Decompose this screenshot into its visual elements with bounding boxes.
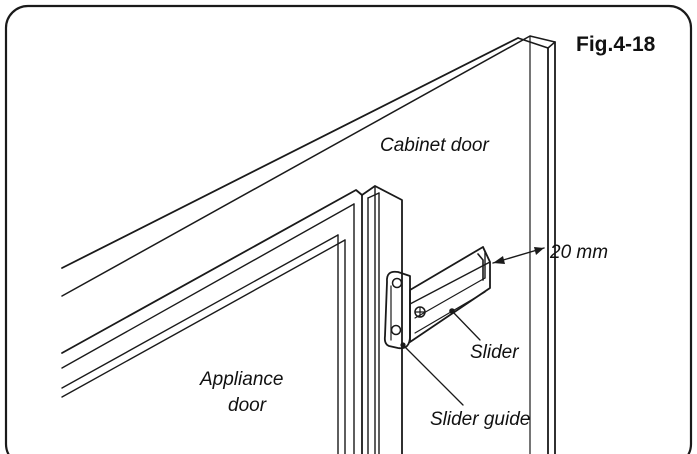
slider-guide-leader — [402, 344, 464, 406]
dimension-label: 20 mm — [549, 242, 608, 263]
appliance-door — [61, 185, 403, 454]
slider-guide — [383, 270, 411, 350]
cabinet-door-label: Cabinet door — [380, 135, 489, 156]
slider-guide-label: Slider guide — [430, 409, 530, 430]
screw-bottom — [390, 324, 402, 336]
slider-guide-point — [400, 342, 406, 348]
appliance-door-label-line2: door — [228, 395, 267, 416]
figure-frame — [4, 4, 693, 454]
slider-label: Slider — [470, 342, 519, 363]
slider-screw — [414, 306, 426, 318]
cabinet-door — [61, 35, 556, 454]
screw-top — [391, 277, 403, 289]
slider-leader — [451, 310, 481, 341]
gap-dimension — [492, 247, 545, 264]
appliance-door-label-line1: Appliance — [199, 369, 283, 390]
slider — [409, 246, 491, 343]
figure-number: Fig.4-18 — [576, 33, 656, 56]
